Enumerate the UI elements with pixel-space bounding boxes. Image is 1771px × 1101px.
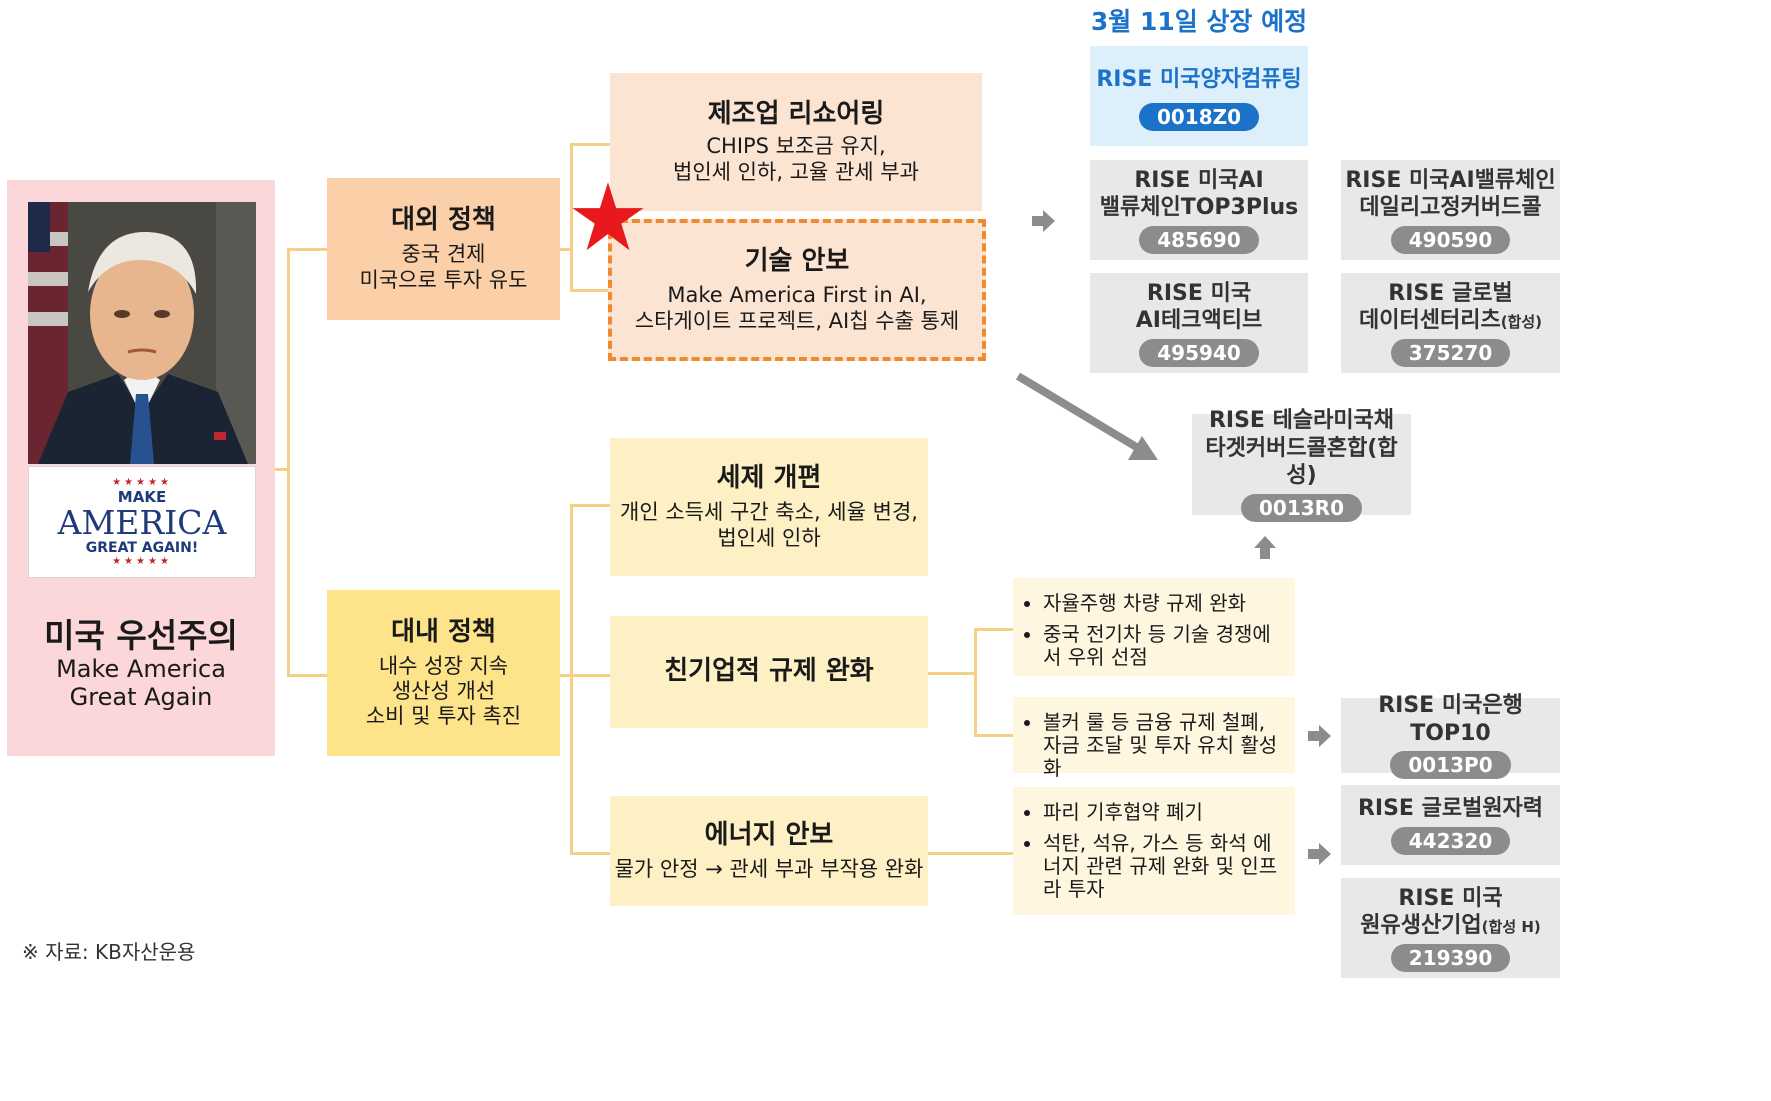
arrow-up-icon: [1254, 536, 1276, 559]
etf-name-line1: RISE 미국은행TOP10: [1378, 693, 1523, 746]
etf-card-oil: RISE 미국 원유생산기업(합성 H) 219390: [1341, 878, 1560, 978]
etf-name-line2: 타겟커버드콜혼합(합성): [1205, 435, 1398, 489]
arrow-right-icon: [1032, 210, 1055, 232]
tech-security-line2: 스타게이트 프로젝트, AI칩 수출 통제: [634, 308, 960, 333]
featured-etf-card: RISE 미국양자컴퓨팅 0018Z0: [1090, 46, 1308, 146]
badge-stars-bottom: ★★★★★: [112, 556, 172, 568]
portrait-image: [28, 202, 256, 464]
etf-name-line1: RISE 테슬라미국채: [1208, 408, 1395, 434]
energy-title: 에너지 안보: [704, 819, 834, 850]
etf-code: 375270: [1390, 338, 1511, 367]
foreign-policy-line1: 중국 견제: [401, 242, 486, 267]
main-subtitle-1: Make America: [56, 655, 226, 684]
source-note: ※ 자료: KB자산운용: [22, 940, 196, 964]
main-panel: ★★★★★ MAKE AMERICA GREAT AGAIN! ★★★★★ 미국…: [7, 180, 275, 756]
etf-card-ai-daily: RISE 미국AI밸류체인 데일리고정커버드콜 490590: [1341, 160, 1560, 260]
etf-name-line1: RISE 미국AI: [1134, 167, 1264, 193]
main-title-block: 미국 우선주의 Make America Great Again: [7, 608, 275, 718]
arrow-diagonal-icon: [1015, 372, 1158, 460]
page-title: 미국 우선주의: [44, 615, 238, 655]
tax-reform-line1: 개인 소득세 구간 축소, 세율 변경,: [620, 500, 918, 525]
tax-reform-box: 세제 개편 개인 소득세 구간 축소, 세율 변경, 법인세 인하: [610, 438, 928, 576]
etf-code: 0013R0: [1241, 493, 1362, 522]
tax-reform-line2: 법인세 인하: [717, 525, 821, 550]
tech-security-line1: Make America First in AI,: [667, 283, 927, 308]
etf-code: 490590: [1390, 225, 1511, 254]
etf-card-tesla: RISE 테슬라미국채 타겟커버드콜혼합(합성) 0013R0: [1192, 408, 1411, 522]
etf-name-line1: RISE 미국: [1146, 280, 1252, 306]
bullet-item: 자율주행 차량 규제 완화: [1043, 592, 1283, 615]
bullet-item: 파리 기후협약 폐기: [1043, 801, 1283, 824]
etf-card-ai-value-chain: RISE 미국AI 밸류체인TOP3Plus 485690: [1090, 160, 1308, 260]
energy-box: 에너지 안보 물가 안정 → 관세 부과 부작용 완화: [610, 796, 928, 906]
domestic-policy-line3: 소비 및 투자 촉진: [365, 704, 522, 729]
reshoring-line1: CHIPS 보조금 유지,: [706, 134, 886, 159]
tech-security-box: 기술 안보 Make America First in AI, 스타게이트 프로…: [608, 219, 986, 361]
tax-reform-title: 세제 개편: [716, 463, 822, 494]
etf-name-line2-wrap: 데이터센터리츠(합성): [1359, 307, 1542, 335]
featured-etf-name: RISE 미국양자컴퓨팅: [1096, 67, 1302, 92]
badge-great-again: GREAT AGAIN!: [85, 540, 199, 557]
reshoring-title: 제조업 리쇼어링: [707, 99, 885, 130]
etf-name-line2: 원유생산기업: [1360, 913, 1482, 938]
etf-name-line2-wrap: 원유생산기업(합성 H): [1360, 912, 1541, 940]
tech-security-title: 기술 안보: [744, 246, 850, 277]
etf-name-line2: AI테크액티브: [1135, 308, 1263, 333]
foreign-policy-box: 대외 정책 중국 견제 미국으로 투자 유도: [327, 178, 560, 320]
etf-name-line1: RISE 미국AI밸류체인: [1345, 167, 1556, 193]
etf-name-line1: RISE 글로벌: [1388, 280, 1513, 306]
etf-code: 0013P0: [1390, 751, 1511, 779]
bullet-item: 볼커 룰 등 금융 규제 철폐, 자금 조달 및 투자 유치 활성화: [1043, 711, 1283, 780]
badge-stars-top: ★★★★★: [112, 476, 172, 488]
reshoring-box: 제조업 리쇼어링 CHIPS 보조금 유지, 법인세 인하, 고율 관세 부과: [610, 73, 982, 211]
domestic-policy-line1: 내수 성장 지속: [378, 653, 509, 678]
featured-etf-code: 0018Z0: [1138, 103, 1260, 131]
badge-make: MAKE: [117, 487, 167, 506]
domestic-policy-box: 대내 정책 내수 성장 지속 생산성 개선 소비 및 투자 촉진: [327, 590, 560, 756]
deregulation-box: 친기업적 규제 완화: [610, 616, 928, 728]
main-subtitle-2: Great Again: [69, 682, 213, 711]
deregulation-title: 친기업적 규제 완화: [664, 656, 874, 687]
foreign-policy-line2: 미국으로 투자 유도: [359, 267, 528, 292]
energy-line1: 물가 안정 → 관세 부과 부작용 완화: [614, 857, 924, 881]
bullets-finance-box: 볼커 룰 등 금융 규제 철폐, 자금 조달 및 투자 유치 활성화: [1013, 697, 1295, 780]
arrow-right-icon: [1308, 843, 1331, 865]
etf-code: 219390: [1390, 943, 1511, 972]
etf-name-line1: RISE 미국: [1398, 885, 1503, 911]
etf-code: 485690: [1139, 225, 1259, 254]
bullet-item: 석탄, 석유, 가스 등 화석 에너지 관련 규제 완화 및 인프라 투자: [1043, 832, 1283, 901]
domestic-policy-line2: 생산성 개선: [391, 679, 496, 703]
reshoring-line2: 법인세 인하, 고율 관세 부과: [673, 159, 919, 184]
etf-name-line1: RISE 글로벌원자력: [1357, 796, 1544, 822]
foreign-policy-title: 대외 정책: [391, 205, 496, 236]
etf-card-global-datacenter: RISE 글로벌 데이터센터리츠(합성) 375270: [1341, 273, 1560, 373]
etf-code: 442320: [1390, 826, 1511, 855]
arrow-right-icon: [1308, 725, 1331, 747]
bullets-autonomous-box: 자율주행 차량 규제 완화 중국 전기차 등 기술 경쟁에서 우위 선점: [1013, 578, 1295, 676]
star-icon: [572, 182, 644, 251]
listing-title: 3월 11일 상장 예정: [1090, 7, 1308, 36]
domestic-policy-title: 대내 정책: [391, 616, 496, 647]
maga-badge: ★★★★★ MAKE AMERICA GREAT AGAIN! ★★★★★: [28, 466, 256, 578]
etf-name-suffix: (합성): [1500, 313, 1542, 331]
etf-name-line2: 밸류체인TOP3Plus: [1099, 195, 1299, 220]
etf-name-suffix: (합성 H): [1481, 918, 1541, 936]
etf-name-line2: 데이터센터리츠: [1359, 308, 1501, 333]
etf-card-nuclear: RISE 글로벌원자력 442320: [1341, 785, 1560, 865]
etf-name-line2: 데일리고정커버드콜: [1359, 195, 1542, 220]
bullets-energy-box: 파리 기후협약 폐기 석탄, 석유, 가스 등 화석 에너지 관련 규제 완화 …: [1013, 787, 1295, 915]
etf-code: 495940: [1139, 338, 1259, 367]
badge-america: AMERICA: [57, 502, 227, 542]
bullet-item: 중국 전기차 등 기술 경쟁에서 우위 선점: [1043, 623, 1283, 669]
etf-card-ai-tech-active: RISE 미국 AI테크액티브 495940: [1090, 273, 1308, 373]
etf-card-bank: RISE 미국은행TOP10 0013P0: [1341, 693, 1560, 779]
